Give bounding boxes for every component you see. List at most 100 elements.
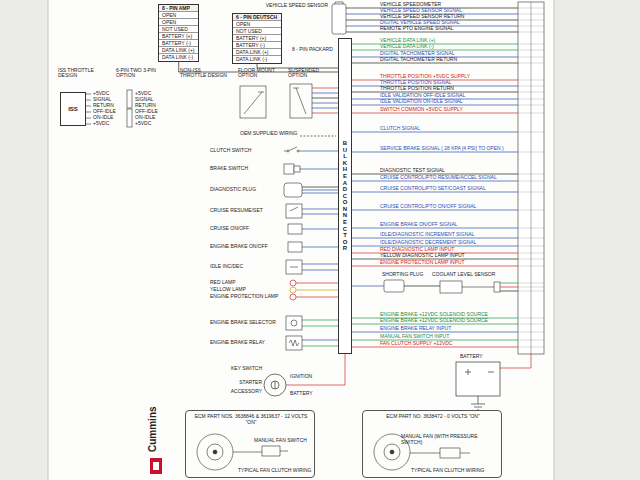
component-label: +5VDC (135, 91, 151, 96)
component-label: SIGNAL (135, 97, 153, 102)
panel-text: ECM PART NO. 3638472 - 0 VOLTS "ON" (366, 413, 500, 419)
poster-sheet (48, 0, 554, 480)
pin-assignment: DATA LINK (+) (159, 47, 198, 54)
wire (346, 8, 518, 259)
component-label: YELLOW LAMP (210, 287, 246, 292)
switch-symbol (294, 166, 300, 172)
speed-sensor (332, 2, 346, 34)
signal-name: CRUISE CONTROL/PTO RESUME/ACCEL SIGNAL (380, 175, 497, 180)
fan-clutch (410, 453, 470, 454)
pin-assignment: BATTERY (-) (233, 42, 281, 49)
connector-pinout-table: 8 - PIN AMPOPENOPENNOT USEDBATTERY (+)BA… (158, 4, 199, 62)
switch-symbol (291, 320, 297, 326)
key-switch (275, 381, 276, 389)
switch-symbol (297, 150, 299, 152)
throttle-connector (86, 94, 91, 124)
component-label: BRAKE SWITCH (210, 166, 248, 171)
switch-symbol (289, 340, 299, 346)
signal-name: RED DIAGNOSTIC LAMP INPUT (380, 247, 454, 252)
ecm-pin-column (531, 2, 532, 354)
connector-title: 8 - PIN AMP (159, 5, 198, 12)
key-switch (271, 381, 279, 389)
cummins-logo (150, 458, 162, 474)
component-label: CRUISE RESUME/SET (210, 208, 263, 213)
pin-assignment: DATA LINK (-) (159, 54, 198, 60)
wire (300, 136, 336, 137)
component-label: IDLE INC/DEC (210, 264, 243, 269)
component-label: OEM SUPPLIED WIRING (240, 131, 298, 136)
component-label: RETURN (93, 103, 114, 108)
fan-clutch-panel: ECM PART NO. 3638472 - 0 VOLTS "ON"MANUA… (362, 410, 502, 478)
wire (352, 283, 531, 368)
component-label: VEHICLE SPEED SENSOR (266, 3, 328, 8)
connector-name: BULKHEAD CONNECTOR (342, 140, 348, 252)
wire (352, 80, 518, 347)
component-label: +5VDC (93, 121, 109, 126)
switch-symbol (286, 336, 302, 350)
pin-assignment: DATA LINK (-) (233, 56, 281, 62)
connector-title: 6 - PIN DEUTSCH (233, 14, 281, 21)
signal-name: CRUISE CONTROL/PTO ON/OFF SIGNAL (380, 204, 476, 209)
component-label: KEY SWITCH (231, 366, 262, 371)
pin-assignment: DATA LINK (+) (233, 49, 281, 56)
connector-pinout-table: 6 - PIN DEUTSCHOPENNOT USEDBATTERY (+)BA… (232, 13, 282, 64)
switch-symbol (287, 150, 289, 152)
pin-assignment: OPEN (233, 21, 281, 28)
component-label: ENGINE BRAKE ON/OFF (210, 244, 268, 249)
fan-clutch (233, 451, 288, 452)
component-label: 6-PIN TWO 3-PIN OPTION (116, 68, 160, 78)
signal-name: ENGINE BRAKE ON/OFF SIGNAL (380, 222, 458, 227)
throttle-connector (127, 109, 132, 127)
throttle-connector (86, 90, 132, 127)
component-label: RED LAMP (210, 280, 236, 285)
signal-name: VEHICLE DATA LINK (+) (380, 38, 435, 43)
throttle-pedal (293, 88, 306, 114)
bulkhead-connector: BULKHEAD CONNECTOR (338, 38, 352, 354)
panel-text: MANUAL FAN SWITCH (254, 437, 307, 443)
signal-name: SWITCH COMMON +5VDC SUPPLY (380, 107, 463, 112)
battery-symbol (465, 369, 494, 375)
switch-symbol (288, 242, 302, 252)
fan-clutch (197, 434, 233, 470)
signal-name: VEHICLE SPEED SENSOR RETURN (380, 14, 464, 19)
signal-name: COOLANT LEVEL SENSOR (432, 272, 495, 277)
switch-symbol (284, 183, 302, 197)
switch-symbol (290, 267, 298, 268)
battery-symbol (471, 396, 485, 410)
signal-name: THROTTLE POSITION RETURN (380, 86, 454, 91)
wire (346, 8, 518, 347)
signal-name: BATTERY (460, 354, 483, 359)
component-label: ISS THROTTLE DESIGN (58, 68, 102, 78)
signal-name: SERVICE BRAKE SIGNAL ( 28 KPA [4 PSI] TO… (380, 146, 504, 151)
signal-name: THROTTLE POSITION SIGNAL (380, 80, 451, 85)
wire (500, 287, 518, 288)
coolant-sensor (440, 281, 462, 293)
battery-symbol (456, 362, 500, 396)
wire (352, 286, 384, 287)
switch-symbol (286, 260, 302, 274)
pin-assignment: NOT USED (159, 26, 198, 33)
signal-name: IDLE/DIAGNOSTIC DECREMENT SIGNAL (380, 240, 476, 245)
throttle-sensor-box: ISS (60, 92, 86, 126)
signal-name: DIGITAL TACHOMETER RETURN (380, 57, 457, 62)
pin-assignment: OPEN (159, 12, 198, 19)
component-label: IGNITION (290, 374, 312, 379)
signal-name: VEHICLE SPEED SENSOR SIGNAL (380, 8, 462, 13)
component-label: 8 - PIN PACKARD (292, 47, 333, 52)
signal-name: ENGINE PROTECTION LAMP INPUT (380, 260, 465, 265)
wire (404, 286, 440, 287)
component-label: ENGINE PROTECTION LAMP (210, 294, 278, 299)
pin-assignment: BATTERY (+) (233, 35, 281, 42)
key-switch (264, 374, 286, 396)
component-label: SUSPENDED OPTION (288, 68, 324, 78)
throttle-connector (127, 90, 132, 108)
throttle-pedal (244, 92, 264, 114)
signal-name: DIAGNOSTIC TEST SIGNAL (380, 168, 445, 173)
switch-symbol (286, 204, 302, 218)
cummins-logo (150, 458, 162, 474)
wire (352, 44, 518, 340)
component-label: FLOOR MOUNT OPTION (238, 68, 280, 78)
switch-symbol (288, 224, 302, 234)
fan-clutch (207, 444, 223, 460)
